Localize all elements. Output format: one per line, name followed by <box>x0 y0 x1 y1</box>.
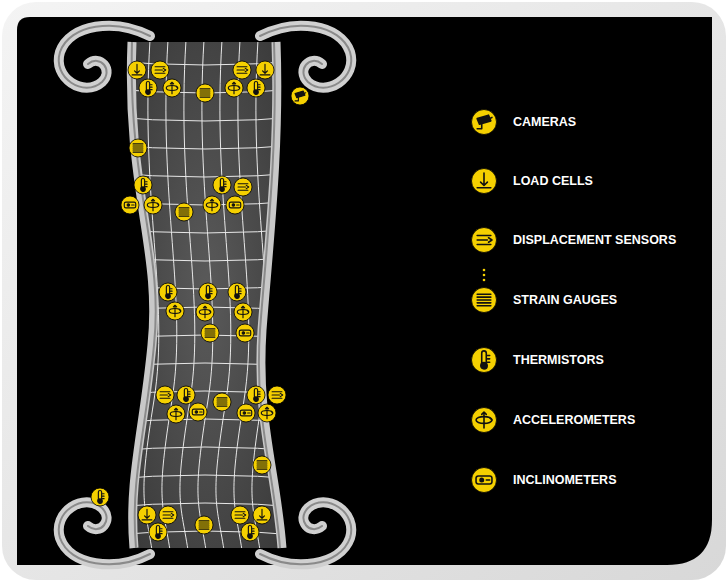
legend: CAMERAS LOAD CELLS DISPLACEMENT SENSORS STR… <box>470 108 720 508</box>
legend-text: STRAIN GAUGES <box>513 286 617 314</box>
legend-icon <box>470 286 498 314</box>
legend-item: STRAIN GAUGES <box>470 286 720 314</box>
legend-item: LOAD CELLS <box>470 167 720 195</box>
legend-item: THERMISTORS <box>470 346 720 374</box>
sensor-icons <box>91 61 309 541</box>
legend-icon <box>470 406 498 434</box>
legend-dots <box>483 269 486 282</box>
legend-text: CAMERAS <box>513 108 576 136</box>
legend-text: DISPLACEMENT SENSORS <box>513 226 676 254</box>
legend-icon <box>470 466 498 494</box>
legend-item: CAMERAS <box>470 108 720 136</box>
legend-item: INCLINOMETERS <box>470 466 720 494</box>
legend-icon <box>470 108 498 136</box>
legend-item: ACCELEROMETERS <box>470 406 720 434</box>
legend-icon <box>470 346 498 374</box>
legend-icon <box>470 226 498 254</box>
column <box>59 26 352 564</box>
legend-text: THERMISTORS <box>513 346 604 374</box>
legend-item: DISPLACEMENT SENSORS <box>470 226 720 254</box>
legend-text: ACCELEROMETERS <box>513 406 635 434</box>
legend-icon <box>470 167 498 195</box>
legend-text: INCLINOMETERS <box>513 466 616 494</box>
black-panel <box>17 17 712 565</box>
legend-text: LOAD CELLS <box>513 167 593 195</box>
